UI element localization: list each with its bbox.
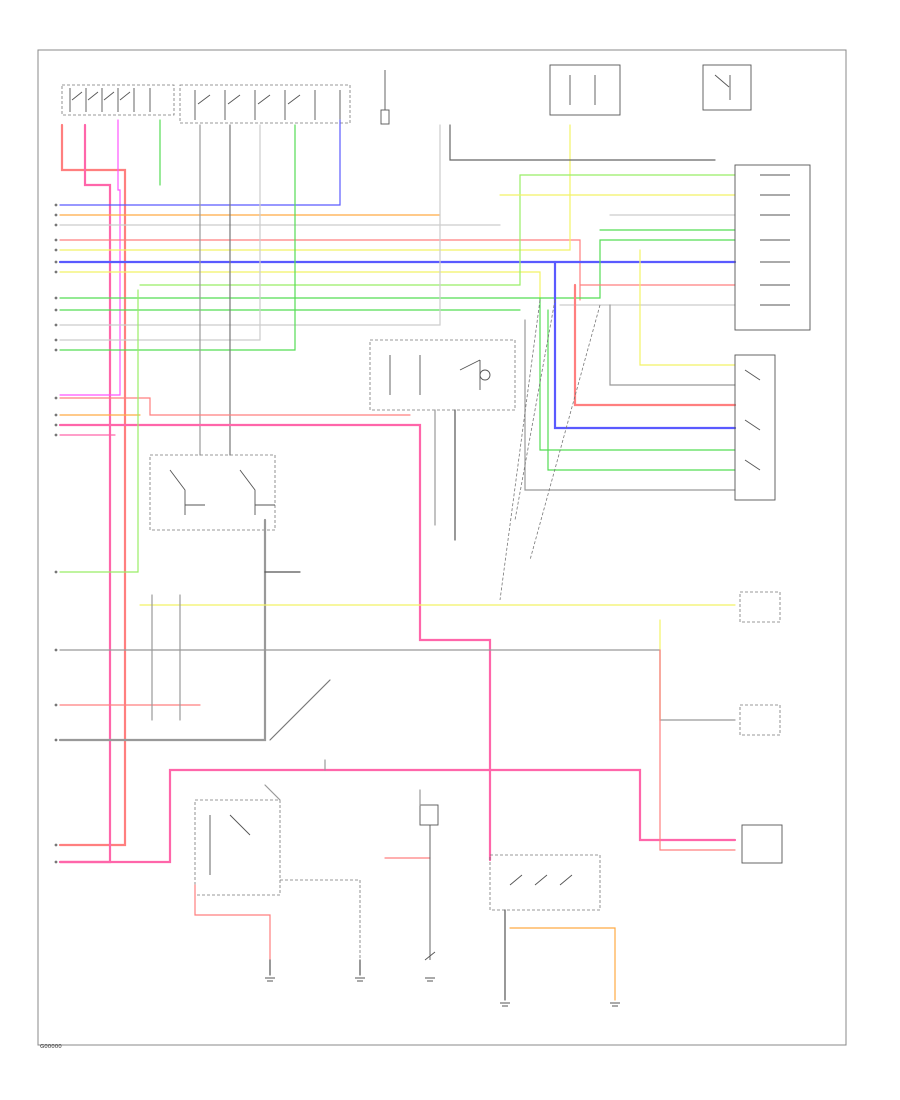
top-left-connector bbox=[61, 84, 175, 116]
right-sensor-2 bbox=[739, 704, 781, 736]
wire-light-green-left bbox=[59, 289, 139, 573]
wire-red-bottom-module bbox=[194, 884, 271, 961]
wire-gray-long bbox=[59, 649, 736, 721]
right-sensor-1 bbox=[739, 591, 781, 623]
right-connector-block bbox=[734, 164, 811, 331]
bottom-center-switch bbox=[384, 804, 439, 961]
top-relay-block bbox=[549, 64, 621, 116]
lower-right-connector-block bbox=[734, 354, 776, 501]
wire-green-down-2 bbox=[547, 309, 736, 471]
top-right-switch bbox=[702, 64, 752, 111]
ground-symbols bbox=[265, 977, 620, 1007]
left-edge-terminals bbox=[54, 203, 58, 864]
wire-gray-band-2 bbox=[59, 124, 441, 326]
footer-code: G00000 bbox=[40, 1044, 62, 1050]
wire-gray-band-3 bbox=[59, 124, 261, 341]
bottom-left-module bbox=[194, 799, 281, 896]
bottom-center-sensor bbox=[280, 879, 361, 960]
wire-pink-mid-h bbox=[58, 423, 492, 862]
wire-orange-bottom bbox=[509, 927, 616, 1001]
wire-green-band bbox=[59, 239, 736, 299]
right-sensor-3 bbox=[741, 824, 783, 864]
wire-dark-top-vertical bbox=[449, 124, 716, 161]
wire-green-down bbox=[539, 297, 736, 451]
wire-gray-down bbox=[609, 304, 736, 386]
wire-red-band bbox=[59, 239, 581, 301]
wire-gray-center-vert bbox=[324, 759, 421, 806]
wire-red-mid-h bbox=[59, 397, 411, 416]
wire-blue-top bbox=[59, 119, 341, 206]
wire-gray-down-2 bbox=[524, 319, 736, 491]
dashed-lead-3 bbox=[529, 304, 601, 561]
wire-dark-bottom-2 bbox=[269, 959, 361, 976]
wire-red-left-trunk bbox=[58, 123, 127, 847]
wire-light-green-band bbox=[139, 174, 736, 286]
wire-red-bottom-right bbox=[659, 649, 736, 851]
diagram-frame bbox=[37, 49, 847, 1046]
top-fuse bbox=[380, 70, 390, 125]
dashed-lead-2 bbox=[514, 299, 556, 521]
wire-magenta-left bbox=[59, 119, 121, 396]
dashed-lead-1 bbox=[499, 299, 541, 601]
wire-gray-relay-out bbox=[58, 518, 267, 742]
wire-yellow-down bbox=[639, 249, 736, 366]
wire-yellow-band bbox=[59, 124, 571, 251]
bottom-right-module bbox=[489, 854, 601, 911]
wire-red-down bbox=[573, 283, 737, 407]
left-relay-pair bbox=[149, 454, 276, 531]
wire-pink-bottom-loop bbox=[58, 768, 737, 864]
wire-pink-left-trunk bbox=[58, 123, 112, 864]
wire-gray-diagonal bbox=[269, 679, 331, 741]
wire-gray-bottom-module bbox=[264, 784, 281, 801]
top-center-connector bbox=[179, 84, 351, 124]
center-control-block bbox=[369, 339, 516, 411]
wire-yellow-band-2 bbox=[59, 271, 541, 301]
wire-blue-down bbox=[553, 260, 737, 430]
